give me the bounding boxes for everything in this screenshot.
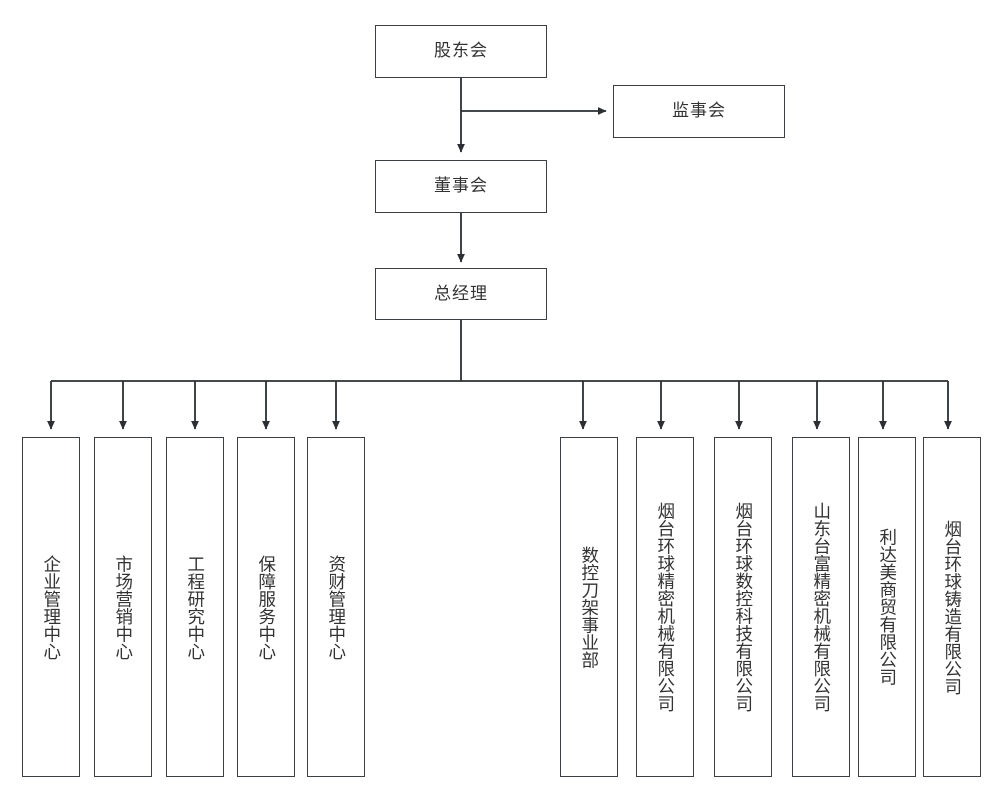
node-subsidiary[interactable]: 烟台环球数控科技有限公司 <box>714 437 772 777</box>
node-label: 资财管理中心 <box>326 554 347 660</box>
edge-manager-to-bus <box>51 320 948 382</box>
node-label: 利达美商贸有限公司 <box>877 528 898 686</box>
node-department[interactable]: 资财管理中心 <box>307 437 365 777</box>
node-label: 烟台环球精密机械有限公司 <box>655 502 676 712</box>
node-label: 工程研究中心 <box>185 554 206 660</box>
node-label: 数控刀架事业部 <box>579 545 600 669</box>
edge-bus-to-subsidiaries <box>579 381 952 430</box>
node-subsidiary[interactable]: 数控刀架事业部 <box>560 437 618 777</box>
edge-bus-to-departments <box>47 381 340 430</box>
node-label: 总经理 <box>434 283 488 303</box>
node-department[interactable]: 工程研究中心 <box>166 437 224 777</box>
node-label: 保障服务中心 <box>256 554 277 660</box>
node-general-manager[interactable]: 总经理 <box>375 268 547 320</box>
node-label: 市场营销中心 <box>113 554 134 660</box>
node-label: 监事会 <box>672 101 726 121</box>
node-shareholders-meeting[interactable]: 股东会 <box>375 25 547 78</box>
node-label: 股东会 <box>434 41 488 61</box>
node-department[interactable]: 保障服务中心 <box>237 437 295 777</box>
node-subsidiary[interactable]: 山东台富精密机械有限公司 <box>792 437 850 777</box>
node-subsidiary[interactable]: 烟台环球铸造有限公司 <box>923 437 981 777</box>
node-label: 山东台富精密机械有限公司 <box>811 502 832 712</box>
node-department[interactable]: 市场营销中心 <box>94 437 152 777</box>
node-department[interactable]: 企业管理中心 <box>22 437 80 777</box>
node-label: 烟台环球数控科技有限公司 <box>733 502 754 712</box>
node-subsidiary[interactable]: 利达美商贸有限公司 <box>858 437 916 777</box>
node-subsidiary[interactable]: 烟台环球精密机械有限公司 <box>636 437 694 777</box>
node-board-of-directors[interactable]: 董事会 <box>375 160 547 213</box>
node-label: 烟台环球铸造有限公司 <box>942 519 963 695</box>
node-label: 企业管理中心 <box>41 554 62 660</box>
node-supervisory-board[interactable]: 监事会 <box>613 85 785 138</box>
node-label: 董事会 <box>434 176 488 196</box>
